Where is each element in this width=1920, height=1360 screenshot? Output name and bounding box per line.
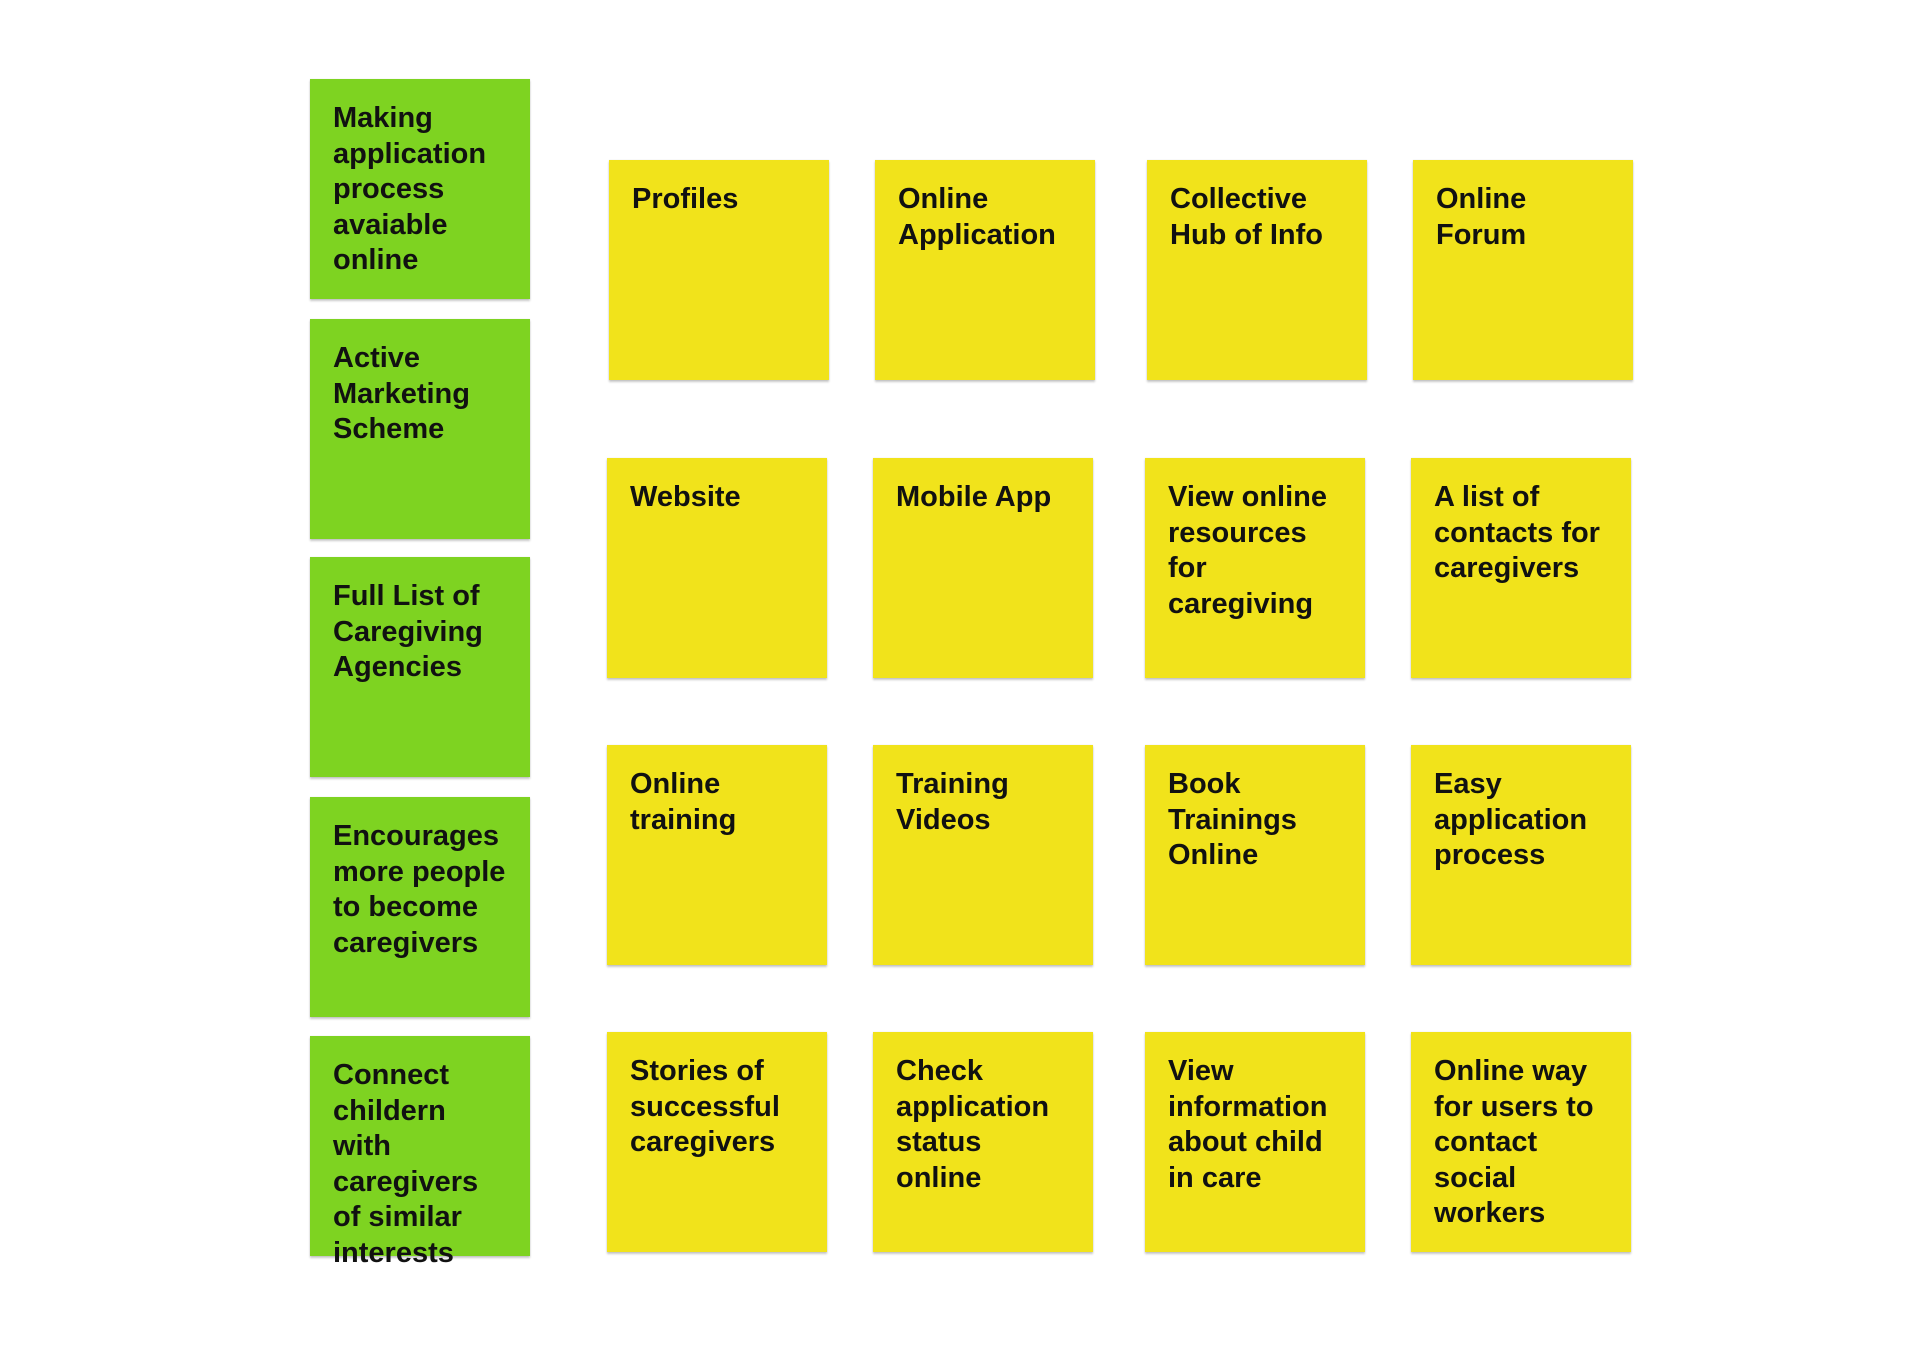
note-text: Active Marketing Scheme bbox=[333, 342, 470, 445]
note-text: Collective Hub of Info bbox=[1170, 183, 1324, 251]
note-text: Profiles bbox=[632, 183, 739, 215]
yellow-sticky-note[interactable]: Profiles bbox=[609, 160, 829, 380]
yellow-sticky-note[interactable]: Stories of successful caregivers bbox=[607, 1032, 827, 1252]
note-text: Check application status online bbox=[896, 1055, 1050, 1194]
note-text: Website bbox=[630, 481, 741, 513]
note-text: Easy application process bbox=[1434, 768, 1588, 871]
note-text: View information about child in care bbox=[1168, 1055, 1328, 1194]
yellow-sticky-note[interactable]: Online way for users to contact social w… bbox=[1411, 1032, 1631, 1252]
yellow-sticky-note[interactable]: Check application status online bbox=[873, 1032, 1093, 1252]
yellow-sticky-note[interactable]: Online Forum bbox=[1413, 160, 1633, 380]
note-text: Connect childern with caregivers of simi… bbox=[333, 1059, 479, 1269]
yellow-sticky-note[interactable]: View information about child in care bbox=[1145, 1032, 1365, 1252]
yellow-sticky-note[interactable]: Collective Hub of Info bbox=[1147, 160, 1367, 380]
yellow-sticky-note[interactable]: Online training bbox=[607, 745, 827, 965]
note-text: Full List of Caregiving Agencies bbox=[333, 580, 483, 683]
yellow-sticky-note[interactable]: Online Application bbox=[875, 160, 1095, 380]
green-sticky-note[interactable]: Making application process avaiable onli… bbox=[310, 79, 530, 299]
note-text: Book Trainings Online bbox=[1168, 768, 1297, 871]
note-text: A list of contacts for caregivers bbox=[1434, 481, 1600, 584]
yellow-sticky-note[interactable]: Training Videos bbox=[873, 745, 1093, 965]
yellow-sticky-note[interactable]: View online resources for caregiving bbox=[1145, 458, 1365, 678]
note-text: Making application process avaiable onli… bbox=[333, 102, 487, 276]
yellow-sticky-note[interactable]: Website bbox=[607, 458, 827, 678]
note-text: View online resources for caregiving bbox=[1168, 481, 1328, 620]
green-sticky-note[interactable]: Connect childern with caregivers of simi… bbox=[310, 1036, 530, 1269]
green-sticky-note[interactable]: Full List of Caregiving Agencies bbox=[310, 557, 530, 777]
note-text: Online Application bbox=[898, 183, 1056, 251]
note-text: Online way for users to contact social w… bbox=[1434, 1055, 1594, 1229]
note-text: Mobile App bbox=[896, 481, 1052, 513]
yellow-sticky-note[interactable]: A list of contacts for caregivers bbox=[1411, 458, 1631, 678]
yellow-sticky-note[interactable]: Easy application process bbox=[1411, 745, 1631, 965]
note-text: Online training bbox=[630, 768, 737, 836]
note-text: Online Forum bbox=[1436, 183, 1527, 251]
yellow-sticky-note[interactable]: Mobile App bbox=[873, 458, 1093, 678]
yellow-sticky-note[interactable]: Book Trainings Online bbox=[1145, 745, 1365, 965]
note-text: Stories of successful caregivers bbox=[630, 1055, 780, 1158]
green-sticky-note[interactable]: Active Marketing Scheme bbox=[310, 319, 530, 539]
note-text: Encourages more people to become caregiv… bbox=[333, 820, 506, 959]
note-text: Training Videos bbox=[896, 768, 1009, 836]
green-sticky-note[interactable]: Encourages more people to become caregiv… bbox=[310, 797, 530, 1017]
